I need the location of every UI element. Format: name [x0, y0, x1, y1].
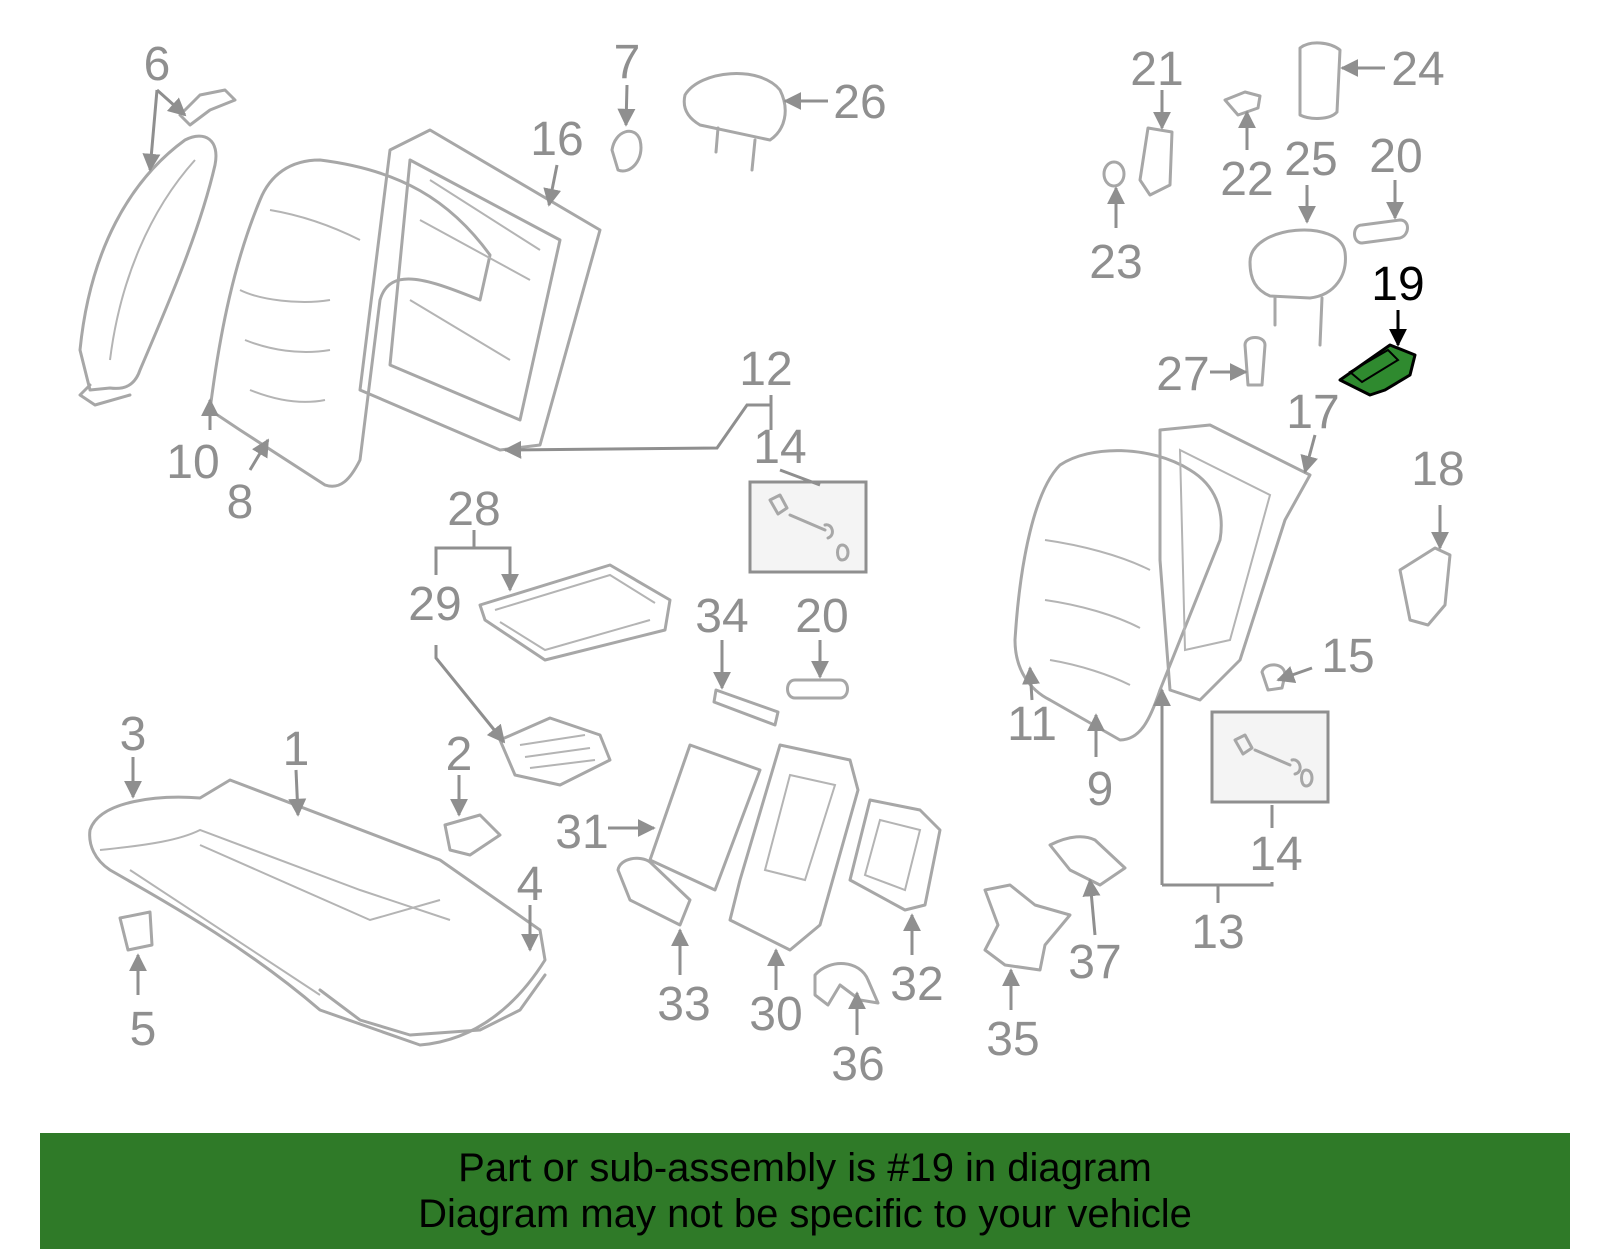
callout-31: 31 [555, 806, 608, 859]
callout-32: 32 [890, 958, 943, 1011]
callout-34: 34 [695, 590, 748, 643]
part-24-handle [1298, 41, 1342, 120]
callout-13: 13 [1191, 906, 1244, 959]
callout-22: 22 [1220, 153, 1273, 206]
part-20-pin-upper [1353, 218, 1409, 245]
part-34-strip [712, 688, 780, 727]
callout-14-lower: 14 [1249, 828, 1302, 881]
callout-25: 25 [1284, 133, 1337, 186]
info-banner: Part or sub-assembly is #19 in diagram D… [40, 1133, 1570, 1249]
callout-33: 33 [657, 978, 710, 1031]
callout-26: 26 [833, 76, 886, 129]
part-22-bolt [1223, 90, 1262, 117]
part-8-backrest-cover [208, 158, 492, 488]
part-14-hardware-box-upper [748, 480, 868, 574]
part-36-cover [813, 962, 880, 1007]
callout-24: 24 [1391, 43, 1444, 96]
part-33-trim [616, 856, 692, 927]
part-21-plate [1138, 126, 1174, 197]
banner-line-disclaimer: Diagram may not be specific to your vehi… [418, 1192, 1192, 1236]
callout-10: 10 [166, 436, 219, 489]
callout-16: 16 [530, 113, 583, 166]
part-7-clip [610, 129, 643, 173]
callout-12: 12 [739, 343, 792, 396]
part-26-headrest [682, 72, 787, 172]
callout-5: 5 [130, 1003, 157, 1056]
callout-27: 27 [1156, 348, 1209, 401]
callout-6: 6 [144, 38, 171, 91]
part-28-armrest-cover [478, 563, 672, 662]
part-14-hardware-box-lower [1210, 710, 1330, 804]
callout-14-upper: 14 [753, 421, 806, 474]
callout-36: 36 [831, 1038, 884, 1091]
callout-2: 2 [446, 728, 473, 781]
part-2-clip [443, 813, 502, 857]
part-37-cover [1048, 835, 1127, 887]
part-35-bracket [983, 883, 1072, 972]
callout-labels: 1 2 3 4 5 6 7 8 9 10 11 12 13 14 14 15 1… [120, 36, 1465, 1091]
callout-3: 3 [120, 708, 147, 761]
callout-30: 30 [749, 988, 802, 1041]
part-1-seat-cushion [88, 778, 547, 1047]
callout-37: 37 [1068, 936, 1121, 989]
part-18-trim [1398, 546, 1452, 627]
part-31-panel [648, 743, 762, 892]
part-9-backrest-cover-right [1013, 449, 1223, 742]
leader-lines [124, 59, 1449, 1035]
callout-29: 29 [408, 578, 461, 631]
callout-8: 8 [227, 476, 254, 529]
part-23-washer [1102, 160, 1126, 188]
part-16-backrest-frame [358, 128, 602, 452]
part-2-bracket [498, 716, 612, 787]
callout-28: 28 [447, 483, 500, 536]
callout-17: 17 [1286, 386, 1339, 439]
part-17-backrest-frame-right [1158, 423, 1312, 702]
callout-9: 9 [1087, 763, 1114, 816]
callout-7: 7 [614, 36, 641, 89]
banner-line-part: Part or sub-assembly is #19 in diagram [458, 1146, 1152, 1190]
callout-15: 15 [1321, 630, 1374, 683]
callout-11: 11 [1007, 698, 1057, 751]
part-6-side-bolster [78, 88, 237, 407]
part-19-highlighted[interactable] [1338, 343, 1417, 397]
callout-1: 1 [283, 723, 310, 776]
part-30-frame [728, 743, 860, 952]
callout-4: 4 [517, 858, 544, 911]
callout-21: 21 [1130, 43, 1183, 96]
callout-35: 35 [986, 1013, 1039, 1066]
callout-18: 18 [1411, 443, 1464, 496]
callout-20-upper: 20 [1369, 130, 1422, 183]
part-25-headrest-right [1248, 228, 1347, 347]
callout-20-middle: 20 [795, 590, 848, 643]
part-5-cap [118, 910, 154, 952]
callout-19: 19 [1371, 258, 1424, 311]
part-20-pin [786, 678, 849, 700]
part-27-guide [1243, 336, 1267, 387]
callout-23: 23 [1089, 236, 1142, 289]
part-32-bracket [848, 798, 942, 912]
